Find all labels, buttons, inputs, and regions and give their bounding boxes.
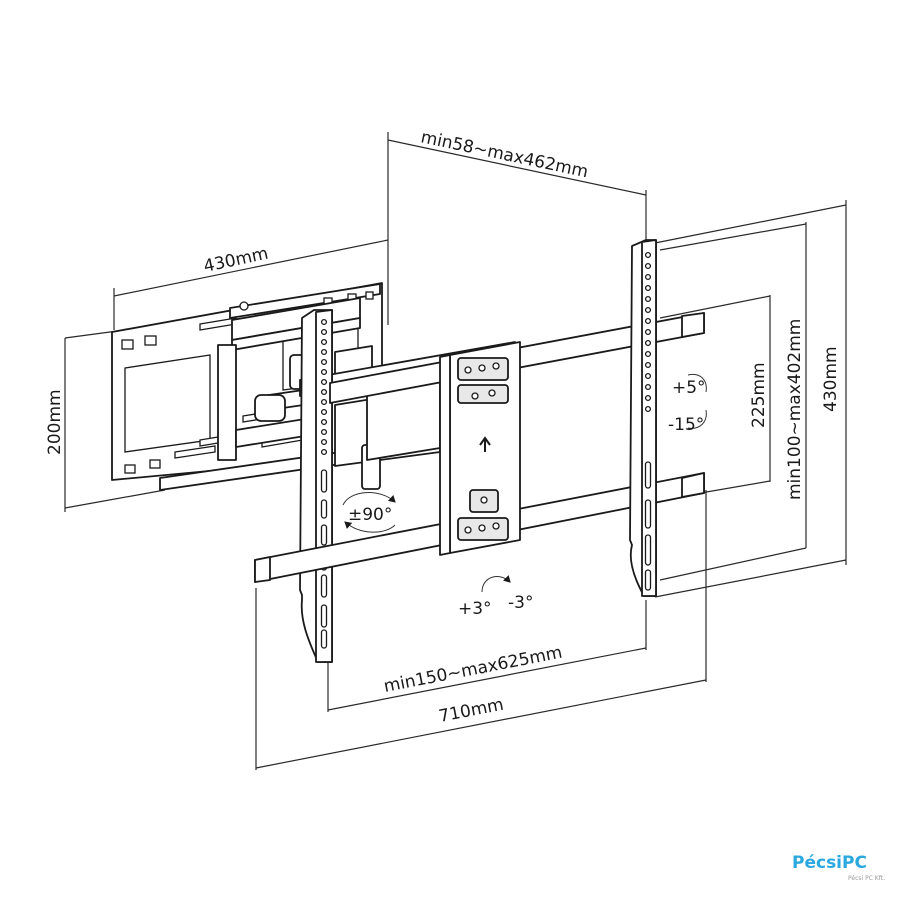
tilt-up-label: +5° bbox=[672, 378, 706, 398]
mount-hole bbox=[644, 273, 652, 281]
level-minus-label: -3° bbox=[508, 593, 533, 613]
mount-hole bbox=[320, 368, 328, 376]
wall-plate-width-label: 430mm bbox=[202, 244, 270, 277]
mount-hole bbox=[644, 350, 652, 358]
swivel-label: ±90° bbox=[348, 505, 392, 525]
mount-slot bbox=[320, 469, 328, 493]
mount-slot bbox=[644, 534, 652, 566]
mount-hole bbox=[644, 328, 652, 336]
mount-slot bbox=[644, 569, 652, 591]
tilt-down-label: -15° bbox=[668, 415, 704, 435]
mount-hole bbox=[320, 338, 328, 346]
mount-slot bbox=[644, 499, 652, 529]
brand-logo: PécsiPC Pécsi PC Kft. bbox=[792, 853, 885, 882]
overall-width-label: 710mm bbox=[437, 695, 505, 727]
mount-hole bbox=[644, 306, 652, 314]
mount-hole bbox=[644, 251, 652, 259]
mount-hole bbox=[320, 388, 328, 396]
mount-hole bbox=[320, 358, 328, 366]
mount-slot bbox=[320, 524, 328, 546]
mount-slot bbox=[320, 499, 328, 519]
mount-hole bbox=[644, 339, 652, 347]
mount-slot bbox=[320, 604, 328, 628]
rotation-labels: ±90° +5° -15° +3° -3° bbox=[348, 378, 706, 619]
mount-hole bbox=[644, 262, 652, 270]
mount-hole bbox=[644, 394, 652, 402]
wall-plate-height-label: 200mm bbox=[45, 389, 65, 455]
mount-hole bbox=[320, 348, 328, 356]
mount-hole bbox=[644, 383, 652, 391]
mount-hole bbox=[320, 428, 328, 436]
up-arrow-icon bbox=[479, 436, 491, 452]
mount-hole bbox=[320, 408, 328, 416]
brand-tagline: Pécsi PC Kft. bbox=[848, 875, 885, 882]
mount-hole bbox=[644, 405, 652, 413]
bracket-height-label: 430mm bbox=[821, 346, 841, 412]
vesa-vertical-range-label: min100~max402mm bbox=[785, 319, 805, 500]
mount-slot bbox=[644, 461, 652, 489]
mount-hole bbox=[320, 318, 328, 326]
level-plus-label: +3° bbox=[458, 599, 492, 619]
mount-hole bbox=[320, 398, 328, 406]
rotation-arrows bbox=[342, 373, 707, 593]
mount-hole bbox=[644, 284, 652, 292]
mount-slot bbox=[320, 629, 328, 649]
right-vesa-bracket bbox=[629, 239, 657, 597]
mount-hole bbox=[644, 317, 652, 325]
arm-extension-label: min58~max462mm bbox=[419, 127, 590, 182]
mount-hole bbox=[644, 295, 652, 303]
brand-logo-text: PécsiPC bbox=[792, 853, 867, 873]
mount-hole bbox=[320, 378, 328, 386]
dimension-lines bbox=[64, 132, 847, 770]
mount-hole bbox=[320, 418, 328, 426]
vesa-vertical-label: 225mm bbox=[749, 362, 769, 428]
center-carriage bbox=[439, 341, 521, 556]
left-vesa-bracket bbox=[299, 309, 333, 663]
mount-hole bbox=[644, 372, 652, 380]
mount-hole bbox=[320, 448, 328, 456]
mount-hole bbox=[320, 438, 328, 446]
mount-hole bbox=[644, 361, 652, 369]
mount-hole bbox=[320, 328, 328, 336]
mount-slot bbox=[320, 574, 328, 598]
